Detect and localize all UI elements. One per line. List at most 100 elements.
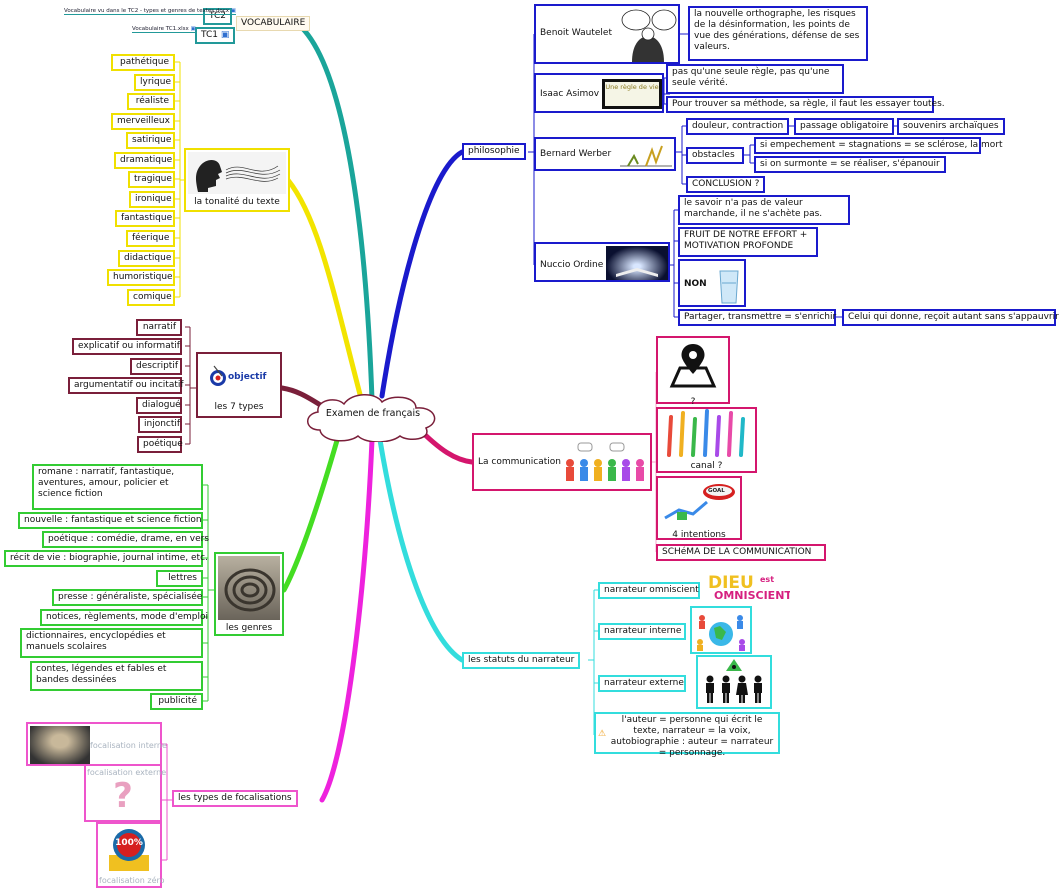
tc1-node[interactable]: TC1 ▣ <box>195 27 236 44</box>
philosophie-node[interactable]: philosophie <box>462 143 526 160</box>
type-item[interactable]: poétique <box>137 436 183 453</box>
conclusion-node[interactable]: CONCLUSION ? <box>686 176 766 193</box>
tonalite-item[interactable]: ironique <box>129 191 175 208</box>
goal-text: GOAL <box>708 488 725 494</box>
narrateur-externe-image <box>696 655 772 709</box>
werber-node[interactable]: Bernard Werber <box>534 137 676 171</box>
tonalite-item[interactable]: satirique <box>126 132 175 149</box>
focalisation-zero-node[interactable]: 100% focalisation zéro <box>96 822 165 888</box>
focalisation-externe-node[interactable]: focalisation externe ? <box>84 764 167 822</box>
type-item[interactable]: narratif <box>136 319 182 336</box>
comm-location-node[interactable]: ? <box>656 336 730 407</box>
asimov-text-2[interactable]: Pour trouver sa méthode, sa règle, il fa… <box>666 96 945 113</box>
narrateur-externe-node[interactable]: narrateur externe <box>598 675 686 692</box>
fruit-node[interactable]: FRUIT DE NOTRE EFFORT + MOTIVATION PROFO… <box>678 227 818 257</box>
wautelet-node[interactable]: Benoit Wautelet <box>534 4 680 64</box>
doc-icon: ▣ <box>220 30 230 40</box>
people-communicating-icon <box>566 442 644 481</box>
tonalite-item[interactable]: lyrique <box>134 74 175 91</box>
tonalite-item[interactable]: fantastique <box>115 210 175 227</box>
partager-node[interactable]: Partager, transmettre = s'enrichir <box>678 309 836 326</box>
objectif-text: objectif <box>228 372 267 382</box>
genre-item[interactable]: notices, règlements, mode d'emploi <box>40 609 208 626</box>
tonalite-item[interactable]: comique <box>127 289 175 306</box>
type-item[interactable]: argumentatif ou incitatif <box>68 377 184 394</box>
narrateur-omniscient-node[interactable]: narrateur omniscient <box>598 582 700 599</box>
wautelet-text[interactable]: la nouvelle orthographe, les risques de … <box>688 6 868 61</box>
types-node[interactable]: objectif les 7 types <box>196 352 282 418</box>
genre-item[interactable]: publicité <box>150 693 203 710</box>
rule-of-life-text: Une règle de vie <box>605 82 659 106</box>
tonalite-item[interactable]: pathétique <box>111 54 175 71</box>
tonalite-item[interactable]: humoristique <box>107 269 175 286</box>
focalisation-interne-label: focalisation interne <box>90 741 167 750</box>
narrateur-interne-image <box>690 606 752 654</box>
passage-node[interactable]: passage obligatoire <box>794 118 895 135</box>
file-icon: ▣ <box>230 8 236 14</box>
tonalite-item[interactable]: dramatique <box>114 152 175 169</box>
narrateur-interne-node[interactable]: narrateur interne <box>598 623 686 640</box>
genre-item[interactable]: récit de vie : biographie, journal intim… <box>4 550 208 567</box>
tc1-file-link[interactable]: Vocabulaire TC1.xlsx ▣ <box>132 26 196 33</box>
tonalite-node[interactable]: la tonalité du texte <box>184 148 290 212</box>
tc2-file-link[interactable]: Vocabulaire vu dans le TC2 - types et ge… <box>64 8 236 15</box>
tonalite-item[interactable]: féerique <box>126 230 175 247</box>
vocabulaire-node[interactable]: VOCABULAIRE <box>236 16 311 31</box>
surmonte-node[interactable]: si on surmonte = se réaliser, s'épanouir <box>754 156 946 173</box>
narrateur-node[interactable]: les statuts du narrateur <box>462 652 581 669</box>
savoir-node[interactable]: le savoir n'a pas de valeur marchande, i… <box>678 195 850 225</box>
non-node[interactable]: NON <box>678 259 746 307</box>
asimov-text-1[interactable]: pas qu'une seule règle, pas qu'une seule… <box>666 64 844 94</box>
canal-node[interactable]: canal ? <box>656 407 757 473</box>
type-item[interactable]: explicatif ou informatif <box>72 338 182 355</box>
werber-label: Bernard Werber <box>540 149 612 159</box>
genre-item[interactable]: contes, légendes et fables et bandes des… <box>30 661 203 691</box>
genre-item[interactable]: romane : narratif, fantastique, aventure… <box>32 464 203 510</box>
schema-node[interactable]: SCHéMA DE LA COMMUNICATION <box>656 544 826 561</box>
ordine-node[interactable]: Nuccio Ordine <box>534 242 670 282</box>
est-text: est <box>760 575 775 584</box>
focalisations-label: les types de focalisations <box>178 793 292 803</box>
donne-node[interactable]: Celui qui donne, reçoit autant sans s'ap… <box>842 309 1060 326</box>
obstacles-illustration-icon <box>620 145 672 167</box>
communication-label: La communication <box>478 457 561 467</box>
asimov-label: Isaac Asimov <box>540 89 600 99</box>
type-item[interactable]: dialogué <box>136 397 182 414</box>
focalisation-interne-node[interactable]: focalisation interne <box>26 722 167 766</box>
rule-of-life-image: Une règle de vie <box>602 79 662 109</box>
dieu-text: DIEU <box>708 573 754 593</box>
tonalite-item[interactable]: merveilleux <box>111 113 175 130</box>
question-mark-icon: ? <box>113 776 133 816</box>
badge-text: 100% <box>115 838 143 848</box>
tonalite-item[interactable]: tragique <box>128 171 175 188</box>
type-item[interactable]: descriptif <box>130 358 182 375</box>
genres-node[interactable]: les genres <box>214 552 284 636</box>
wautelet-label: Benoit Wautelet <box>540 28 612 38</box>
narrateur-note-node[interactable]: ⚠ l'auteur = personne qui écrit le texte… <box>594 712 780 758</box>
central-topic-cloud[interactable] <box>300 392 446 442</box>
water-glass-icon <box>719 270 739 304</box>
tonalite-item[interactable]: réaliste <box>127 93 175 110</box>
douleur-node[interactable]: douleur, contraction <box>686 118 790 135</box>
genre-item[interactable]: dictionnaires, encyclopédies et manuels … <box>20 628 203 658</box>
empechement-node[interactable]: si empechement = stagnations = se scléro… <box>754 137 1003 154</box>
genre-item[interactable]: lettres <box>156 570 203 587</box>
focalisations-node[interactable]: les types de focalisations <box>172 790 298 807</box>
canal-label: canal ? <box>690 461 723 471</box>
type-item[interactable]: injonctif <box>138 416 182 433</box>
tonalite-item[interactable]: didactique <box>118 250 175 267</box>
communication-node[interactable]: La communication <box>472 433 652 491</box>
100-percent-badge-icon <box>109 829 149 871</box>
intentions-node[interactable]: GOAL 4 intentions <box>656 476 742 540</box>
desert-photo-icon <box>30 726 90 764</box>
obstacles-node[interactable]: obstacles <box>686 147 744 164</box>
souvenirs-node[interactable]: souvenirs archaïques <box>897 118 1005 135</box>
genre-item[interactable]: nouvelle : fantastique et science fictio… <box>18 512 203 529</box>
genre-item[interactable]: presse : généraliste, spécialisée <box>52 589 203 606</box>
focalisation-externe-label: focalisation externe <box>87 768 167 777</box>
asimov-node[interactable]: Isaac Asimov Une règle de vie <box>534 73 664 113</box>
tc2-node[interactable]: TC2 <box>203 8 232 25</box>
tc2-label: TC2 <box>209 11 226 21</box>
genre-item[interactable]: poétique : comédie, drame, en vers <box>42 531 209 548</box>
philosophie-label: philosophie <box>468 146 520 156</box>
